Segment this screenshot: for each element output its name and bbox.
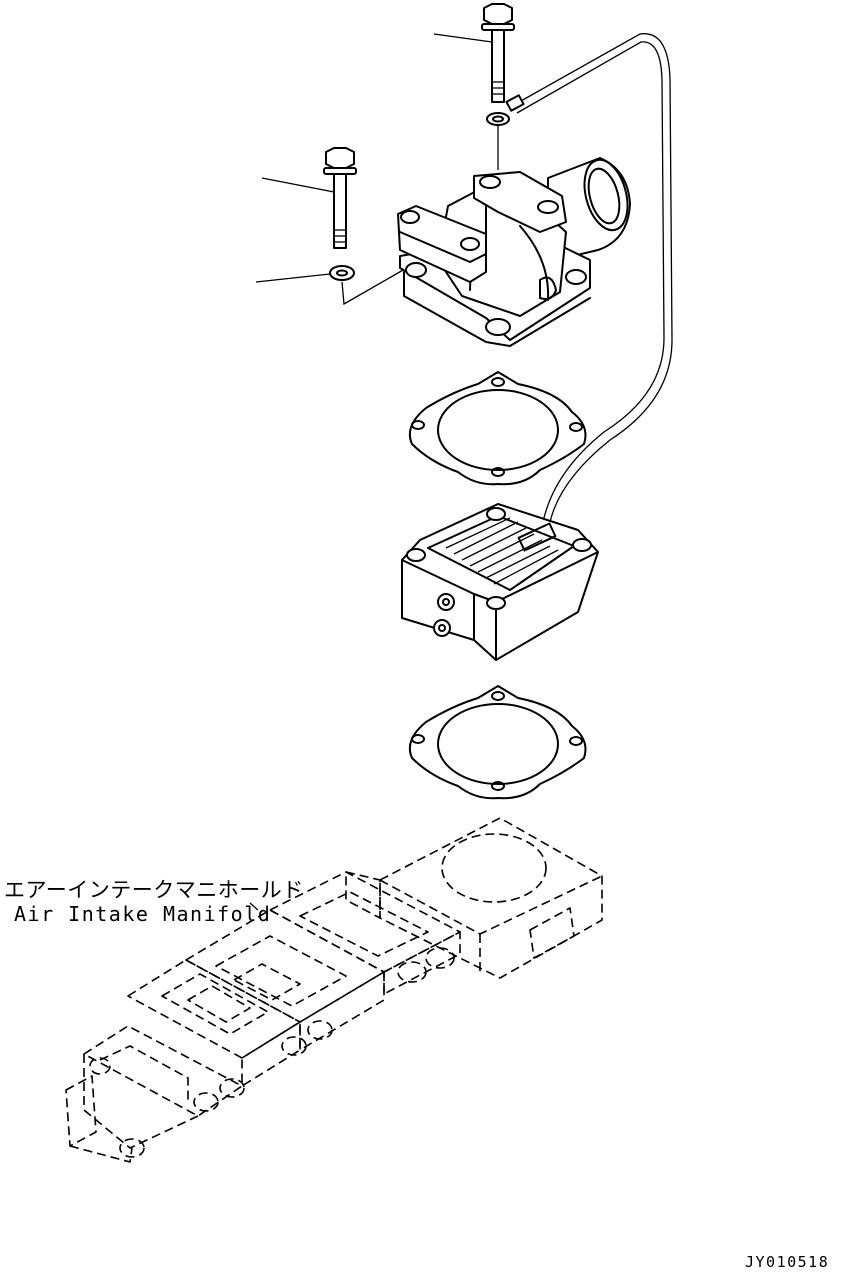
drawing-code: JY010518 xyxy=(745,1253,830,1271)
air-intake-manifold xyxy=(65,817,603,1163)
bolt-upper xyxy=(481,3,515,103)
intake-heater-block xyxy=(401,503,599,661)
manifold-label-japanese: エアーインテークマニホールド xyxy=(4,878,304,902)
washer-left xyxy=(329,265,355,281)
wire-connector xyxy=(505,94,525,112)
heater-terminals xyxy=(433,593,455,637)
sensor-wire xyxy=(505,33,673,523)
washer-upper xyxy=(486,112,510,126)
leader-line-upper-bolt xyxy=(433,33,493,43)
leader-line-left-washer xyxy=(255,273,331,283)
intake-connector-housing xyxy=(397,157,631,347)
heater-grid xyxy=(445,517,559,585)
bolt-left xyxy=(323,147,357,249)
leader-line-manifold xyxy=(249,902,259,911)
gasket-upper xyxy=(408,371,587,486)
manifold-label-english: Air Intake Manifold xyxy=(14,902,272,926)
leader-line-left-bolt xyxy=(261,177,335,193)
gasket-lower xyxy=(408,685,587,800)
leader-line-connector xyxy=(341,265,411,306)
